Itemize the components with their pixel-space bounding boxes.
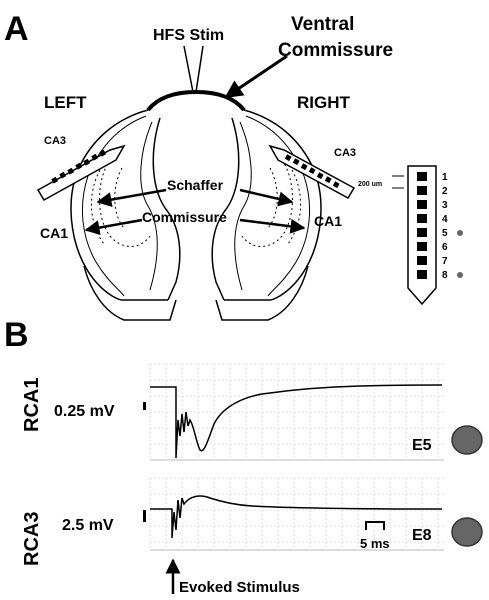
trace1-electrode-dot bbox=[451, 425, 483, 455]
electrode-site-2 bbox=[417, 186, 427, 195]
electrode-site-5 bbox=[417, 228, 427, 237]
schaffer-arrow-right bbox=[239, 188, 294, 207]
scale-bar bbox=[392, 175, 404, 189]
electrode-number-6: 6 bbox=[442, 242, 448, 253]
electrode-marker-8 bbox=[457, 272, 463, 278]
panel-a-letter: A bbox=[4, 10, 29, 48]
electrode-site-4 bbox=[417, 214, 427, 223]
trace2-grid bbox=[149, 477, 444, 551]
left-label: LEFT bbox=[44, 93, 87, 112]
commissure-arrow-left bbox=[84, 218, 143, 236]
time-scale-label: 5 ms bbox=[360, 536, 390, 551]
schaffer-arrow-left bbox=[96, 188, 167, 208]
electrode-site-8 bbox=[417, 270, 427, 279]
panel-b-letter: B bbox=[4, 316, 29, 354]
trace2-channel: RCA3 bbox=[21, 512, 43, 566]
ca3-right-probe bbox=[268, 144, 356, 200]
ca3-left-probe bbox=[36, 144, 126, 202]
electrode-number-5: 5 bbox=[442, 228, 448, 239]
hippocampus-slice bbox=[70, 89, 322, 321]
ventral-commissure-label: Commissure bbox=[278, 40, 393, 61]
electrode-site-1 bbox=[417, 172, 427, 181]
ca1-left-label: CA1 bbox=[40, 225, 68, 241]
trace1-grid bbox=[149, 363, 444, 461]
electrode-number-8: 8 bbox=[442, 270, 448, 281]
scale-label: 200 um bbox=[358, 181, 382, 188]
trace2-electrode-dot bbox=[451, 517, 483, 547]
trace1-electrode: E5 bbox=[412, 437, 432, 454]
hfs-stim-label: HFS Stim bbox=[153, 27, 224, 44]
ca3-right-label: CA3 bbox=[334, 147, 356, 159]
ventral-label: Ventral bbox=[291, 14, 354, 35]
time-scale-bar bbox=[365, 521, 385, 530]
electrode-site-7 bbox=[417, 256, 427, 265]
trace2-scale-bar bbox=[143, 510, 146, 522]
trace2-scale: 2.5 mV bbox=[62, 517, 114, 534]
electrode-site-3 bbox=[417, 200, 427, 209]
trace1-scale: 0.25 mV bbox=[54, 403, 115, 420]
electrode-site-6 bbox=[417, 242, 427, 251]
stim-electrode bbox=[183, 45, 204, 93]
electrode-number-4: 4 bbox=[442, 214, 448, 225]
ca1-right-label: CA1 bbox=[314, 213, 342, 229]
electrode-number-7: 7 bbox=[442, 256, 448, 267]
schaffer-label: Schaffer bbox=[167, 177, 224, 193]
trace1-waveform bbox=[150, 384, 443, 459]
stimulus-label: Evoked Stimulus bbox=[179, 579, 300, 596]
electrode-sites: 1 2 3 4 5 6 7 8 bbox=[417, 172, 463, 281]
right-label: RIGHT bbox=[297, 93, 351, 112]
electrode-marker-5 bbox=[457, 230, 463, 236]
electrode-number-3: 3 bbox=[442, 200, 448, 211]
commissure-label: Commissure bbox=[142, 209, 227, 225]
trace2-waveform bbox=[150, 495, 443, 539]
trace1-channel: RCA1 bbox=[21, 378, 43, 432]
electrode-number-1: 1 bbox=[442, 172, 448, 183]
commissure-arrow bbox=[224, 54, 288, 99]
ca3-left-label: CA3 bbox=[44, 135, 66, 147]
trace2-electrode: E8 bbox=[412, 527, 432, 544]
electrode-number-2: 2 bbox=[442, 186, 448, 197]
commissure-arrow-right bbox=[239, 218, 306, 234]
trace1-scale-bar bbox=[143, 402, 146, 410]
